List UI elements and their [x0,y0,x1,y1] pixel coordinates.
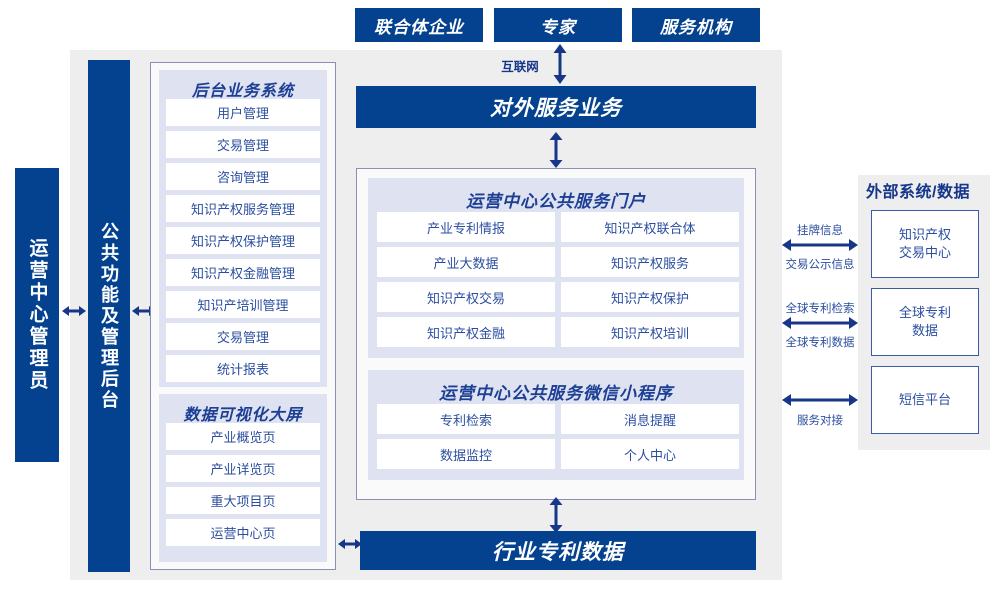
backend-item-label: 用户管理 [216,106,269,121]
dataviz-item-label: 运营中心页 [210,526,276,541]
actor-label: 联合体企业 [374,17,464,37]
actor-box-expert[interactable]: 专家 [494,8,622,42]
role-operation-center-admin[interactable]: 运营中心管理员 [15,168,59,462]
portal-item-label: 产业大数据 [433,255,499,271]
dataviz-item-3[interactable]: 运营中心页 [166,519,320,546]
external-box-line1: 全球专利 [898,305,951,321]
portal-item-5[interactable]: 知识产权保护 [561,282,739,312]
backend-item-4[interactable]: 知识产权保护管理 [166,227,320,254]
dataviz-item-label: 产业详览页 [210,462,276,477]
external-box-line2: 交易中心 [898,245,951,260]
internet-arrow [553,44,567,84]
dataviz-item-1[interactable]: 产业详览页 [166,455,320,482]
connector-label-below-2: 服务对接 [797,415,843,427]
portal-item-label: 产业专利情报 [426,220,505,236]
external-box-line1: 短信平台 [898,392,951,408]
actor-label: 服务机构 [660,17,732,37]
backend-item-0[interactable]: 用户管理 [166,99,320,126]
portal-item-2[interactable]: 产业大数据 [377,247,555,277]
actor-label: 专家 [540,17,576,37]
miniprogram-item-0[interactable]: 专利检索 [377,404,555,434]
actor-box-consortium[interactable]: 联合体企业 [355,8,483,42]
portal-item-label: 知识产权保护 [610,290,689,306]
miniprogram-item-label: 消息提醒 [623,412,676,428]
connector-label-below-1: 全球专利数据 [785,337,855,349]
external-box-ip-trading-center[interactable]: 知识产权 交易中心 [871,210,979,278]
backend-item-label: 统计报表 [216,362,269,377]
miniprogram-item-label: 数据监控 [439,447,492,463]
backend-item-label: 知识产权保护管理 [190,234,295,249]
common-platform-bar[interactable]: 公共功能及管理后台 [88,60,130,572]
dataviz-item-2[interactable]: 重大项目页 [166,487,320,514]
portal-item-4[interactable]: 知识产权交易 [377,282,555,312]
miniprogram-item-label: 个人中心 [623,447,676,463]
connector-arrow-sms [782,394,858,406]
portal-item-0[interactable]: 产业专利情报 [377,212,555,242]
miniprogram-item-3[interactable]: 个人中心 [561,439,739,469]
connector-label-above-1: 全球专利检索 [785,303,855,315]
backend-item-label: 咨询管理 [216,170,269,185]
portal-item-label: 知识产权金融 [426,325,505,341]
dataviz-panel-title: 数据可视化大屏 [183,407,303,424]
backend-item-8[interactable]: 统计报表 [166,355,320,382]
external-systems-title: 外部系统/数据 [866,184,970,201]
connector-label-below-0: 交易公示信息 [785,259,855,271]
backend-item-label: 知识产培训管理 [197,298,289,313]
connector-arrow-global-patent [782,317,858,329]
external-box-label: 知识产权 交易中心 [899,226,951,261]
external-box-sms-platform[interactable]: 短信平台 [871,366,979,434]
external-box-line1: 知识产权 [898,227,951,243]
portal-item-1[interactable]: 知识产权联合体 [561,212,739,242]
external-service-bar[interactable]: 对外服务业务 [356,86,756,128]
connector-label-above-0: 挂牌信息 [797,225,843,237]
dataviz-item-label: 产业概览页 [210,430,276,445]
external-box-label: 短信平台 [899,391,951,409]
portal-to-patentdata-arrow [549,497,563,533]
backend-item-7[interactable]: 交易管理 [166,323,320,350]
internet-label: 互联网 [501,60,539,74]
miniprogram-panel-title: 运营中心公共服务微信小程序 [439,384,673,403]
portal-item-label: 知识产权联合体 [604,220,696,236]
admin-to-platform-arrow [62,306,86,316]
industry-patent-data-label: 行业专利数据 [492,540,624,564]
role-label: 运营中心管理员 [26,238,48,392]
external-box-line2: 数据 [911,323,938,338]
backend-to-patentdata-arrow [338,539,362,549]
backend-item-label: 交易管理 [216,138,269,153]
backend-item-label: 知识产权服务管理 [190,202,295,217]
backend-item-1[interactable]: 交易管理 [166,131,320,158]
miniprogram-item-label: 专利检索 [439,412,492,428]
backend-item-2[interactable]: 咨询管理 [166,163,320,190]
service-to-portal-arrow [549,132,563,168]
backend-item-label: 交易管理 [216,330,269,345]
backend-panel-title: 后台业务系统 [191,83,294,100]
external-box-global-patent-data[interactable]: 全球专利 数据 [871,288,979,356]
backend-item-label: 知识产权金融管理 [190,266,295,281]
backend-item-6[interactable]: 知识产培训管理 [166,291,320,318]
actor-box-service-org[interactable]: 服务机构 [632,8,760,42]
connector-arrow-ip-trading [782,239,858,251]
portal-item-label: 知识产权培训 [610,325,689,341]
dataviz-item-0[interactable]: 产业概览页 [166,423,320,450]
common-platform-label: 公共功能及管理后台 [99,221,119,411]
dataviz-item-label: 重大项目页 [210,494,276,509]
external-box-label: 全球专利 数据 [899,304,951,339]
portal-item-label: 知识产权交易 [426,290,505,306]
backend-item-3[interactable]: 知识产权服务管理 [166,195,320,222]
backend-item-5[interactable]: 知识产权金融管理 [166,259,320,286]
portal-panel-title: 运营中心公共服务门户 [466,192,646,211]
portal-item-6[interactable]: 知识产权金融 [377,317,555,347]
miniprogram-item-1[interactable]: 消息提醒 [561,404,739,434]
portal-item-label: 知识产权服务 [610,255,689,271]
portal-item-3[interactable]: 知识产权服务 [561,247,739,277]
external-service-label: 对外服务业务 [490,97,622,120]
industry-patent-data-bar[interactable]: 行业专利数据 [360,531,756,570]
miniprogram-item-2[interactable]: 数据监控 [377,439,555,469]
portal-item-7[interactable]: 知识产权培训 [561,317,739,347]
